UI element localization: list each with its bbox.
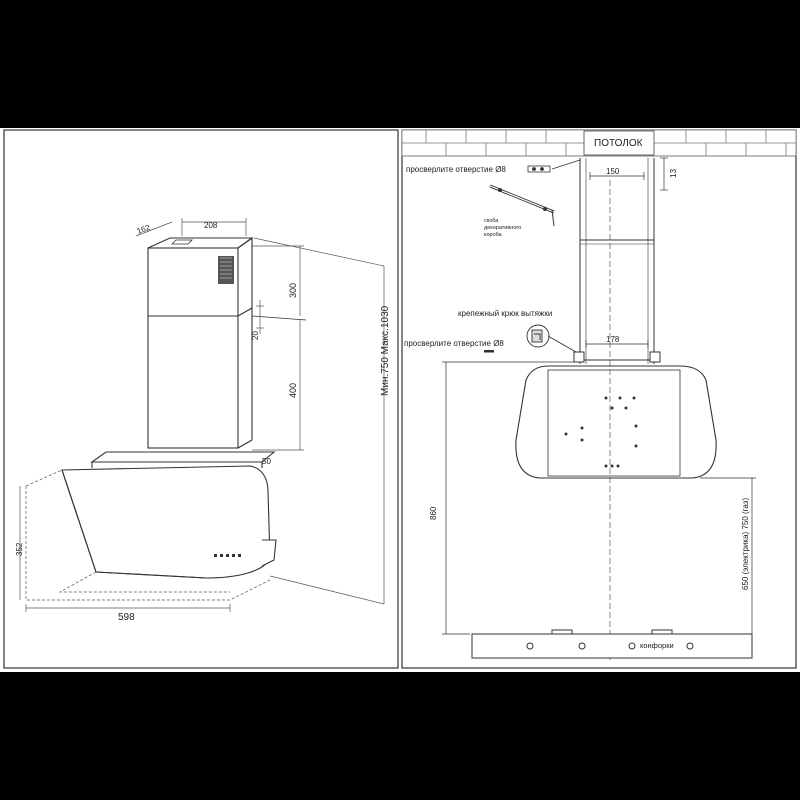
hood-front-body — [515, 365, 717, 479]
left-dimension-lines — [19, 218, 385, 612]
dim-total-height: Мин.750 Макс.1030 — [380, 305, 391, 396]
dim-width-hood: 598 — [118, 612, 135, 623]
chimney-front — [573, 158, 661, 364]
dim-bracket: 20 — [251, 331, 260, 340]
dim-depth-hood: 352 — [15, 542, 24, 556]
dim-lower-chimney: 400 — [288, 383, 298, 398]
ceiling-brick-band — [401, 129, 797, 157]
left-hood-drawing — [61, 237, 307, 579]
dim-chimney-width: 208 — [204, 221, 218, 230]
dim-bracket-small: 50 — [262, 457, 271, 466]
left-dimension-labels: 162 208 300 20 400 50 Мин.750 Макс.1030 … — [15, 221, 391, 623]
dim-install-height: 650 (электрика) 750 (газ) — [741, 498, 750, 590]
dim-bottom-width: 178 — [606, 335, 620, 344]
dim-chimney-depth: 162 — [136, 223, 152, 236]
dim-top-offset: 13 — [669, 169, 678, 178]
cooktop — [471, 629, 753, 659]
bracket-caption-3: короба — [484, 232, 503, 238]
burners-label: конфорки — [640, 641, 674, 650]
bracket-caption-2: декоративного — [484, 225, 521, 231]
left-panel-frame — [3, 129, 399, 669]
ceiling-label: ПОТОЛОК — [594, 138, 643, 149]
hook-label: крепежный крюк вытяжки — [458, 309, 552, 318]
bracket-caption-1: скоба — [484, 218, 499, 224]
bottom-black-band — [0, 672, 800, 800]
top-black-band — [0, 0, 800, 128]
drill-bottom-label: просверлите отверстие Ø8 — [404, 339, 504, 348]
dim-upper-chimney: 300 — [288, 283, 298, 298]
dim-top-width: 150 — [606, 167, 620, 176]
chimney-bracket-sketch — [489, 184, 555, 227]
drill-top-label: просверлите отверстие Ø8 — [406, 165, 506, 174]
dim-hood-height: 860 — [429, 506, 438, 520]
hook-detail — [526, 324, 577, 353]
installation-diagram: 162 208 300 20 400 50 Мин.750 Макс.1030 … — [3, 129, 797, 669]
